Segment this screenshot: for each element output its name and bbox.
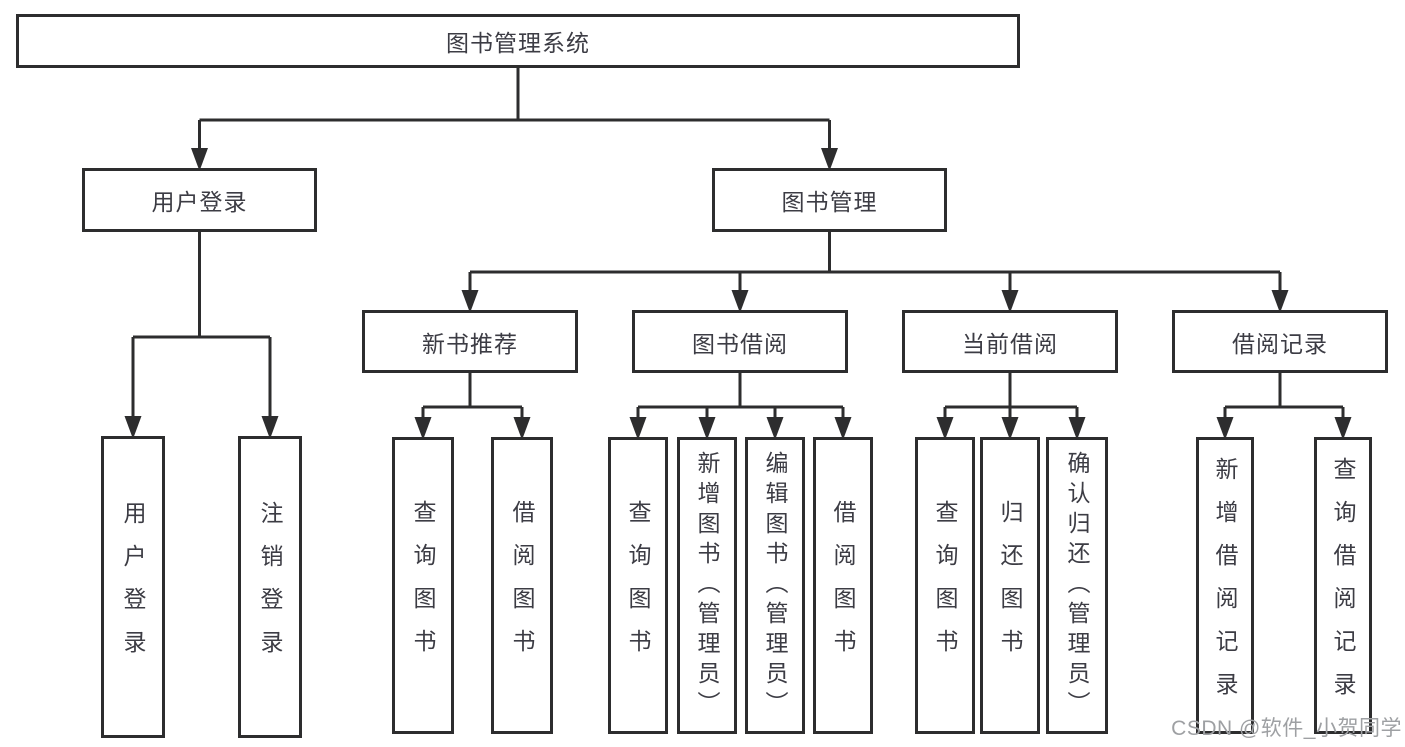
arrowhead-icon [936, 417, 954, 440]
leaf-logout-label: 注销登录 [257, 501, 283, 673]
leaf-query-books-2-label: 查询图书 [625, 499, 651, 672]
arrowhead-icon [834, 417, 852, 440]
leaf-return-books: 归还图书 [980, 437, 1040, 734]
arrowhead-icon [1001, 290, 1019, 313]
arrowhead-icon [1271, 290, 1289, 313]
node-book-management-label: 图书管理 [781, 189, 878, 215]
node-system-root-label: 图书管理系统 [446, 30, 590, 56]
arrowhead-icon [124, 416, 142, 439]
leaf-logout: 注销登录 [238, 436, 302, 738]
leaf-add-books-admin-label: 新增图书（管理员） [694, 450, 720, 721]
leaf-query-books-1-label: 查询图书 [410, 499, 436, 672]
leaf-confirm-return-admin-label: 确认归还（管理员） [1064, 450, 1090, 721]
node-borrowing-records-label: 借阅记录 [1232, 330, 1328, 357]
leaf-edit-books-admin-label: 编辑图书（管理员） [762, 450, 788, 721]
arrowhead-icon [191, 148, 208, 171]
arrowhead-icon [414, 417, 432, 440]
node-current-borrowing-label: 当前借阅 [962, 330, 1058, 357]
leaf-query-borrow-record: 查询借阅记录 [1314, 437, 1372, 734]
arrowhead-icon [1334, 417, 1352, 440]
leaf-borrow-books-2-label: 借阅图书 [830, 499, 856, 672]
leaf-add-borrow-record-label: 新增借阅记录 [1212, 456, 1238, 715]
arrowhead-icon [261, 416, 279, 439]
leaf-edit-books-admin: 编辑图书（管理员） [745, 437, 805, 734]
leaf-confirm-return-admin: 确认归还（管理员） [1046, 437, 1108, 734]
arrowhead-icon [821, 148, 838, 171]
leaf-query-books-3-label: 查询图书 [932, 499, 958, 672]
node-book-borrowing-label: 图书借阅 [692, 330, 788, 357]
node-user-login-label: 用户登录 [151, 189, 248, 215]
leaf-borrow-books-1: 借阅图书 [491, 437, 553, 734]
leaf-borrow-books-2: 借阅图书 [813, 437, 873, 734]
leaf-query-books-1: 查询图书 [392, 437, 454, 734]
node-book-borrowing: 图书借阅 [632, 310, 848, 373]
arrowhead-icon [766, 417, 784, 440]
arrowhead-icon [1216, 417, 1234, 440]
node-new-book-recommend-label: 新书推荐 [422, 330, 518, 357]
arrowhead-icon [1001, 417, 1019, 440]
watermark-text: CSDN @软件_小贺同学 [1171, 717, 1402, 740]
node-new-book-recommend: 新书推荐 [362, 310, 578, 373]
arrowhead-icon [1068, 417, 1086, 440]
arrowhead-icon [513, 417, 531, 440]
node-borrowing-records: 借阅记录 [1172, 310, 1388, 373]
leaf-query-books-2: 查询图书 [608, 437, 668, 734]
node-current-borrowing: 当前借阅 [902, 310, 1118, 373]
arrowhead-icon [629, 417, 647, 440]
leaf-query-books-3: 查询图书 [915, 437, 975, 734]
arrowhead-icon [698, 417, 716, 440]
node-user-login: 用户登录 [82, 168, 317, 232]
leaf-user-login: 用户登录 [101, 436, 165, 738]
leaf-query-borrow-record-label: 查询借阅记录 [1330, 456, 1356, 715]
leaf-add-borrow-record: 新增借阅记录 [1196, 437, 1254, 734]
leaf-borrow-books-1-label: 借阅图书 [509, 499, 535, 672]
node-book-management: 图书管理 [712, 168, 947, 232]
leaf-return-books-label: 归还图书 [997, 499, 1023, 672]
arrowhead-icon [461, 290, 479, 313]
arrowhead-icon [731, 290, 749, 313]
leaf-user-login-label: 用户登录 [120, 501, 146, 673]
node-system-root: 图书管理系统 [16, 14, 1020, 68]
leaf-add-books-admin: 新增图书（管理员） [677, 437, 737, 734]
